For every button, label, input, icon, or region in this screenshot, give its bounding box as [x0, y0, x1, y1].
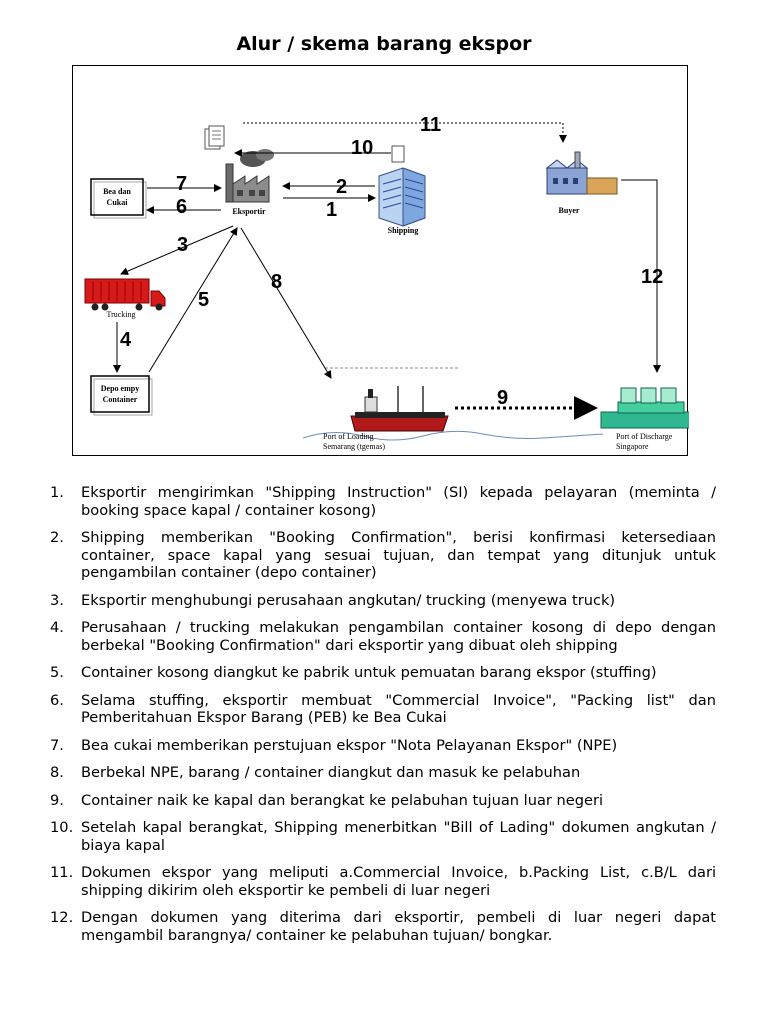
list-item: 11.Dokumen ekspor yang meliputi a.Commer…: [50, 864, 716, 899]
list-item: 3.Eksportir menghubungi perusahaan angku…: [50, 592, 716, 610]
ship-icon: [303, 368, 603, 440]
port-containers-icon: [601, 388, 689, 428]
arrow-label-7: 7: [176, 173, 187, 195]
trucking-label: Trucking: [106, 310, 135, 319]
buyer-factory-icon: [547, 152, 617, 194]
arrow-label-11: 11: [420, 114, 441, 136]
port-loading-city: Semarang (tgemas): [323, 442, 385, 451]
arrow-11: [243, 123, 563, 142]
eksportir-label: Eksportir: [232, 207, 266, 216]
list-item: 12.Dengan dokumen yang diterima dari eks…: [50, 909, 716, 944]
arrow-label-12: 12: [641, 266, 663, 288]
port-discharge-city: Singapore: [616, 442, 649, 451]
arrow-label-6: 6: [176, 196, 187, 218]
port-loading-label: Port of Loading: [323, 432, 374, 441]
list-item: 4.Perusahaan / trucking melakukan pengam…: [50, 619, 716, 654]
arrow-label-4: 4: [120, 329, 132, 351]
shipping-building-icon: [379, 146, 425, 226]
list-item: 5.Container kosong diangkut ke pabrik un…: [50, 664, 716, 682]
list-item: 6.Selama stuffing, eksportir membuat "Co…: [50, 692, 716, 727]
arrow-label-3: 3: [177, 234, 188, 256]
list-item: 8.Berbekal NPE, barang / container diang…: [50, 764, 716, 782]
truck-icon: [85, 279, 165, 311]
arrow-label-8: 8: [271, 271, 282, 293]
list-item: 7.Bea cukai memberikan perstujuan ekspor…: [50, 737, 716, 755]
arrow-8: [241, 228, 331, 378]
diagram-canvas: Eksportir Bea dan Cukai Shipping Buyer: [73, 66, 689, 457]
bea-cukai-box: Bea dan Cukai: [91, 179, 146, 218]
arrow-label-2: 2: [336, 176, 347, 198]
steps-list: 1.Eksportir mengirimkan "Shipping Instru…: [50, 484, 716, 954]
depo-container-box: Depo empy Container: [91, 376, 152, 415]
svg-text:Cukai: Cukai: [107, 198, 129, 207]
list-item: 2.Shipping memberikan "Booking Confirmat…: [50, 529, 716, 582]
arrow-label-1: 1: [326, 199, 337, 221]
arrow-label-9: 9: [497, 387, 508, 409]
arrow-label-10: 10: [351, 137, 373, 159]
documents-icon: [205, 126, 224, 149]
shipping-label: Shipping: [388, 226, 419, 235]
svg-text:Bea dan: Bea dan: [103, 187, 131, 196]
list-item: 10.Setelah kapal berangkat, Shipping men…: [50, 819, 716, 854]
svg-text:Depo empy: Depo empy: [101, 384, 139, 393]
port-discharge-label: Port of Discharge: [616, 432, 673, 441]
list-item: 9.Container naik ke kapal dan berangkat …: [50, 792, 716, 810]
factory-icon: [226, 149, 274, 202]
buyer-label: Buyer: [559, 206, 580, 215]
arrow-label-5: 5: [198, 289, 209, 311]
page-title: Alur / skema barang ekspor: [0, 33, 768, 55]
svg-text:Container: Container: [103, 395, 138, 404]
list-item: 1.Eksportir mengirimkan "Shipping Instru…: [50, 484, 716, 519]
export-flow-diagram: Eksportir Bea dan Cukai Shipping Buyer: [72, 65, 688, 456]
